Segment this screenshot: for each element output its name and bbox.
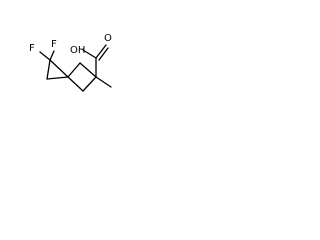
bond-c5-spiro (67, 76, 84, 92)
bond-carbonyl-1 (95, 44, 107, 59)
bond-spiro-c3 (67, 62, 81, 78)
atom-label-f1: F (29, 43, 35, 54)
bond-carboxyl-oh (82, 49, 97, 59)
atom-label-carbonyl-oxygen: O (104, 33, 112, 44)
atom-label-f2: F (51, 39, 57, 50)
bond-carbonyl-2 (98, 47, 109, 61)
bond-c1-f1 (39, 51, 51, 61)
bond-c4-c5 (82, 76, 97, 92)
bond-c3-c4 (79, 62, 97, 78)
bond-c2-spiro (46, 76, 69, 80)
bond-c1-c2 (46, 59, 51, 80)
bond-c4-methyl (95, 76, 112, 88)
bond-spiro-c1 (49, 59, 69, 78)
structure-diagram: F F OH O (29, 33, 112, 92)
atom-label-hydroxyl: OH (70, 45, 85, 56)
bond-c1-f2 (49, 50, 55, 61)
